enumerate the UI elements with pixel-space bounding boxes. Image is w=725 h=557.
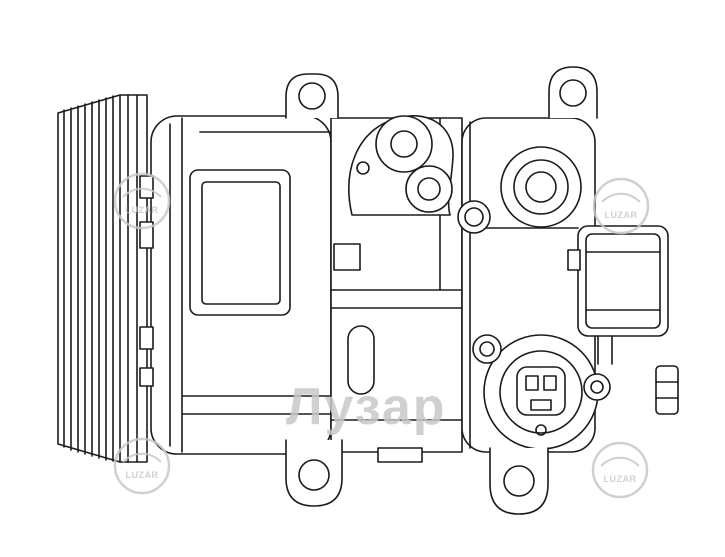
snap-clip-4 xyxy=(139,367,154,387)
mounting-lug-bottom-left xyxy=(285,439,343,507)
front-panel-inner xyxy=(201,181,281,305)
block-square-boss xyxy=(333,243,361,271)
plug-latch xyxy=(530,399,552,411)
belt-pulley xyxy=(57,94,148,463)
side-bracket-lines xyxy=(655,381,679,399)
bolt-hole xyxy=(298,82,326,110)
logo-text: LUZAR xyxy=(126,470,159,480)
luzar-logo-watermark-bottom-left: LUZAR xyxy=(113,437,171,495)
logo-swoosh xyxy=(122,452,162,463)
small-boss-outer xyxy=(457,200,491,234)
mounting-ear-top-right xyxy=(548,66,598,119)
logo-text: LUZAR xyxy=(126,205,159,215)
side-bracket xyxy=(655,365,679,415)
logo-circle xyxy=(591,441,649,499)
logo-swoosh xyxy=(600,456,640,467)
logo-text: LUZAR xyxy=(604,474,637,484)
control-valve-block xyxy=(567,225,679,415)
flange-bolt-hole-right xyxy=(590,380,604,394)
valve-block-outline xyxy=(577,225,669,337)
flange-index-hole xyxy=(535,424,547,436)
front-housing xyxy=(139,115,332,455)
luzar-logo-watermark-top-right: LUZAR xyxy=(592,177,650,235)
flange-bolt-lug-right xyxy=(583,373,611,401)
front-housing-contours xyxy=(181,131,332,415)
boss-a-hole xyxy=(390,130,418,158)
lug-outline xyxy=(285,439,343,507)
snap-clip-3 xyxy=(139,326,154,350)
bottom-center-tab xyxy=(377,447,423,463)
logo-circle xyxy=(592,177,650,235)
luzar-logo-watermark-top-left: LUZAR xyxy=(113,172,171,230)
watermark-layer: LUZAR LUZAR LUZAR LUZAR Лузар xyxy=(113,172,650,499)
small-boss-hole xyxy=(464,207,484,227)
bolt-hole xyxy=(298,459,330,491)
port-boss-mid xyxy=(513,159,569,215)
port-boss-outer xyxy=(500,146,582,228)
plug-pin-left xyxy=(525,375,539,391)
ear-outline xyxy=(548,66,598,119)
block-oval-slot xyxy=(347,325,375,395)
logo-swoosh xyxy=(122,187,162,198)
refrigerant-port-boss xyxy=(457,146,582,234)
logo-swoosh xyxy=(601,192,641,203)
mounting-lug-bottom-right xyxy=(489,447,549,515)
port-thread-hole xyxy=(525,171,557,203)
lug-outline xyxy=(489,447,549,515)
mounting-ear-top-left xyxy=(285,73,339,119)
logo-circle xyxy=(113,437,171,495)
front-panel-outer xyxy=(189,169,291,316)
flange-inner-ring xyxy=(499,350,583,434)
valve-block-tab xyxy=(567,249,581,271)
ear-outline xyxy=(285,73,339,119)
pulley-rib-lines xyxy=(63,94,138,463)
mounting-bracket-top-center xyxy=(348,114,454,216)
drawing-layer xyxy=(57,66,679,515)
pin-hole xyxy=(356,161,370,175)
boss-b-outer xyxy=(405,165,453,213)
boss-a-outer xyxy=(375,115,433,173)
flange-bolt-hole-left xyxy=(479,341,495,357)
luzar-logo-watermark-bottom-right: LUZAR xyxy=(591,441,649,499)
boss-b-hole xyxy=(417,177,441,201)
connector-flange xyxy=(472,334,611,450)
plug-body xyxy=(516,366,566,416)
bolt-hole xyxy=(503,465,535,497)
plug-pin-right xyxy=(543,375,557,391)
snap-clip-1 xyxy=(139,175,154,199)
logo-text: LUZAR xyxy=(605,210,638,220)
block-to-flange-lines xyxy=(597,335,613,365)
logo-circle xyxy=(113,172,171,230)
valve-block-lines xyxy=(585,251,661,311)
center-brand-watermark: Лузар xyxy=(286,378,447,436)
flange-bolt-lug-left xyxy=(472,334,502,364)
bolt-hole xyxy=(559,79,587,107)
